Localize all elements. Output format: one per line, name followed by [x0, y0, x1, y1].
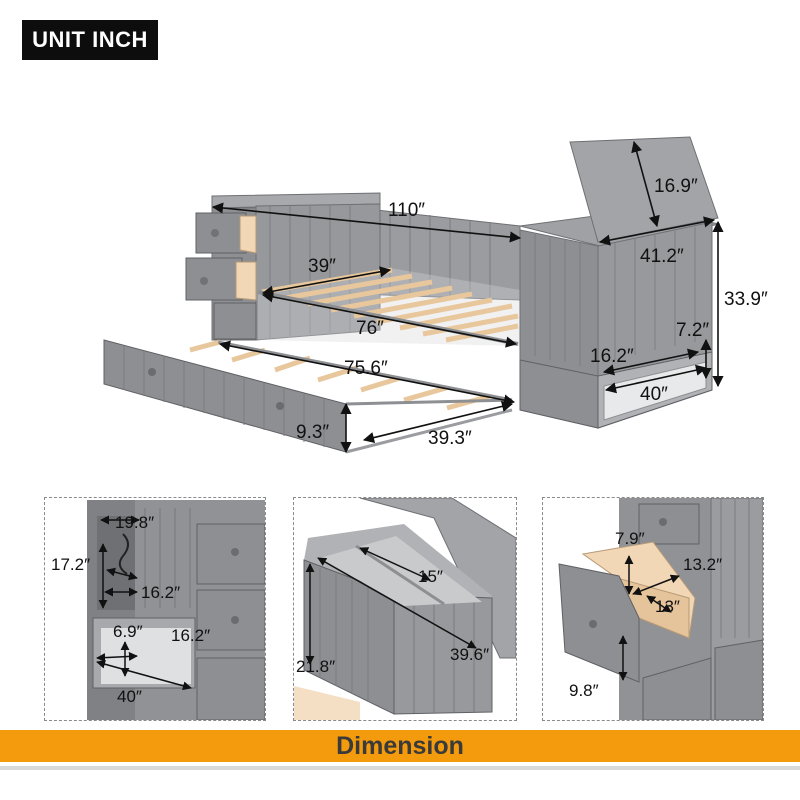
total-height-label: 33.9″	[724, 289, 768, 310]
overall-length-label: 110″	[388, 200, 425, 221]
box-length-label: 39.6″	[450, 645, 489, 664]
footer-title: Dimension	[336, 731, 464, 760]
shelf-width-label: 19.8″	[115, 513, 154, 532]
lid-height-label: 16.9″	[654, 176, 698, 197]
bottom-width-label: 40″	[117, 687, 142, 706]
trundle-length-label: 75.6″	[344, 358, 388, 379]
detail-panel-shelves: 19.8″ 17.2″ 16.2″ 6.9″ 16.2″ 40″	[44, 497, 266, 721]
box-height-label: 21.8″	[296, 657, 335, 676]
trundle-height-label: 9.3″	[296, 422, 329, 443]
drawer-height-inner-label: 7.9″	[615, 529, 645, 548]
footer-divider	[0, 766, 800, 770]
unit-badge: UNIT INCH	[22, 20, 158, 60]
storage-width-label: 41.2″	[640, 246, 684, 267]
dimension-arrows	[211, 140, 724, 454]
footer-banner: Dimension	[0, 730, 800, 762]
inner-width-label: 39″	[308, 256, 336, 277]
cubby-depth-label: 16.2″	[590, 346, 634, 367]
drawer-width-label: 13.2″	[683, 555, 722, 574]
main-daybed-figure: 110″ 16.9″ 41.2″ 39″ 33.9″ 76″ 75.6″ 7.2…	[103, 136, 768, 454]
drawer-front-height-label: 9.8″	[569, 681, 599, 700]
cubby-height-label: 7.2″	[676, 320, 709, 341]
bottom-depth-label: 16.2″	[171, 626, 210, 645]
shelf-depth-label: 16.2″	[141, 583, 180, 602]
trundle-width-label: 39.3″	[428, 428, 472, 449]
cubby-width-label: 40″	[640, 384, 668, 405]
bed-length-label: 76″	[356, 318, 384, 339]
drawer-depth-label: 13″	[655, 597, 680, 616]
shelf-height-label: 17.2″	[51, 555, 90, 574]
bottom-height-label: 6.9″	[113, 622, 143, 641]
compartment-depth-label: 15″	[418, 567, 443, 586]
detail-panel-storage-box: 15″ 21.8″ 39.6″	[293, 497, 517, 721]
detail-panel-drawer: 7.9″ 13.2″ 13″ 9.8″	[542, 497, 764, 721]
